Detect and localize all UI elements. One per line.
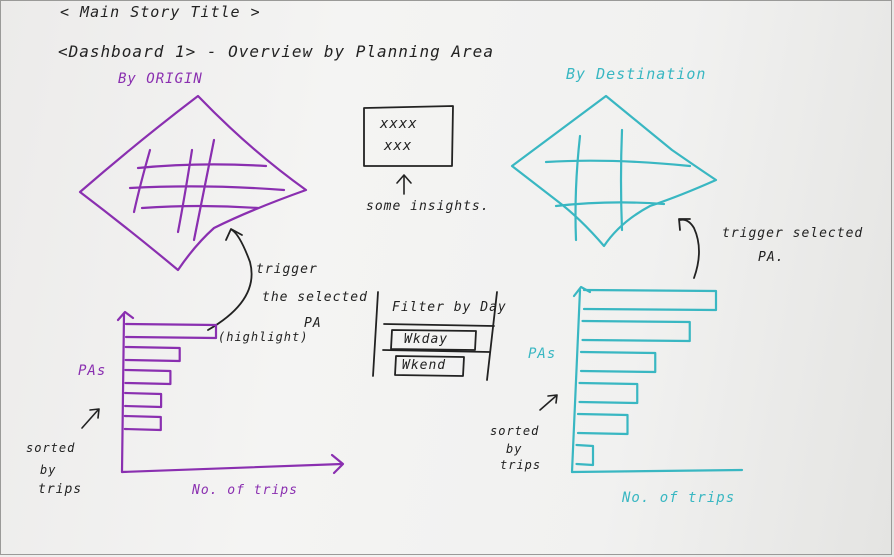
origin-map-grid-v1 xyxy=(132,148,152,214)
origin-map-grid-h2 xyxy=(128,185,286,192)
filter-box-right-bracket xyxy=(486,291,498,381)
dashboard-title: <Dashboard 1> - Overview by Planning Are… xyxy=(58,42,494,61)
origin-chart xyxy=(116,310,345,475)
destination-y-axis-arrowhead xyxy=(572,285,592,298)
insights-line-2: xxx xyxy=(384,138,413,154)
origin-map-outline xyxy=(78,94,308,272)
bar xyxy=(124,345,181,363)
destination-y-axis-label: PAs xyxy=(528,346,557,362)
filter-option-weekday: Wkday xyxy=(404,332,449,347)
origin-sort-note-2: by xyxy=(40,463,57,477)
insights-box xyxy=(363,105,454,167)
destination-bars xyxy=(575,288,718,467)
main-story-title: < Main Story Title > xyxy=(60,3,261,21)
destination-x-axis-label: No. of trips xyxy=(622,490,736,506)
destination-sort-note-3: trips xyxy=(500,458,542,472)
destination-map xyxy=(510,94,718,248)
origin-x-axis-arrowhead xyxy=(330,453,345,475)
destination-y-axis xyxy=(570,288,582,474)
bar xyxy=(124,391,163,409)
filter-title: Filter by Day xyxy=(392,300,507,315)
bar xyxy=(582,288,718,312)
bar xyxy=(575,443,595,467)
destination-sort-note-1: sorted xyxy=(490,424,540,438)
filter-option-weekend: Wkend xyxy=(402,358,447,373)
origin-trigger-arrow xyxy=(207,228,253,331)
destination-map-grid-v1 xyxy=(574,134,582,242)
destination-x-axis xyxy=(570,468,744,474)
insights-line-1: xxxx xyxy=(380,116,418,132)
destination-map-outline xyxy=(510,94,718,248)
destination-chart xyxy=(570,285,744,474)
bar xyxy=(581,319,691,343)
filter-option-box-1 xyxy=(390,329,477,351)
origin-sort-arrow xyxy=(81,408,100,429)
origin-map xyxy=(78,94,308,272)
origin-map-grid-v3 xyxy=(192,138,216,242)
origin-y-axis-label: PAs xyxy=(78,363,107,379)
insights-arrow xyxy=(396,174,412,195)
destination-sort-arrow xyxy=(539,394,558,411)
destination-trigger-arrow xyxy=(678,218,700,279)
origin-heading: By ORIGIN xyxy=(118,71,203,87)
origin-highlight-note: (highlight) xyxy=(218,330,309,344)
bar xyxy=(124,368,172,386)
bar xyxy=(579,350,657,374)
filter-divider-1 xyxy=(383,323,495,327)
origin-trigger-note-3: PA xyxy=(304,316,322,331)
bar xyxy=(123,414,162,432)
destination-sort-note-2: by xyxy=(506,442,523,456)
origin-y-axis xyxy=(120,312,126,474)
destination-map-grid-h2 xyxy=(554,201,666,208)
origin-bars xyxy=(123,322,218,432)
filter-option-box-2 xyxy=(394,355,465,377)
bar xyxy=(576,412,629,436)
insights-caption: some insights. xyxy=(366,199,490,214)
destination-trigger-note-2: PA. xyxy=(758,250,785,265)
origin-trigger-note-1: trigger xyxy=(256,262,318,277)
destination-heading: By Destination xyxy=(566,65,707,83)
destination-map-grid-h1 xyxy=(544,159,692,168)
origin-map-grid-h1 xyxy=(136,163,268,170)
bar xyxy=(578,381,639,405)
filter-divider-2 xyxy=(382,349,491,353)
filter-box xyxy=(372,291,498,381)
destination-trigger-note-1: trigger selected xyxy=(722,226,864,241)
origin-sort-note-1: sorted xyxy=(26,441,76,455)
origin-x-axis xyxy=(120,462,344,474)
bar xyxy=(124,322,218,340)
origin-x-axis-label: No. of trips xyxy=(192,483,298,498)
filter-box-left-bracket xyxy=(372,291,379,377)
origin-y-axis-arrowhead xyxy=(116,310,135,322)
origin-sort-note-3: trips xyxy=(38,482,83,497)
destination-map-grid-v2 xyxy=(619,128,624,232)
origin-trigger-note-2: the selected xyxy=(262,290,368,305)
origin-map-grid-v2 xyxy=(176,148,194,234)
